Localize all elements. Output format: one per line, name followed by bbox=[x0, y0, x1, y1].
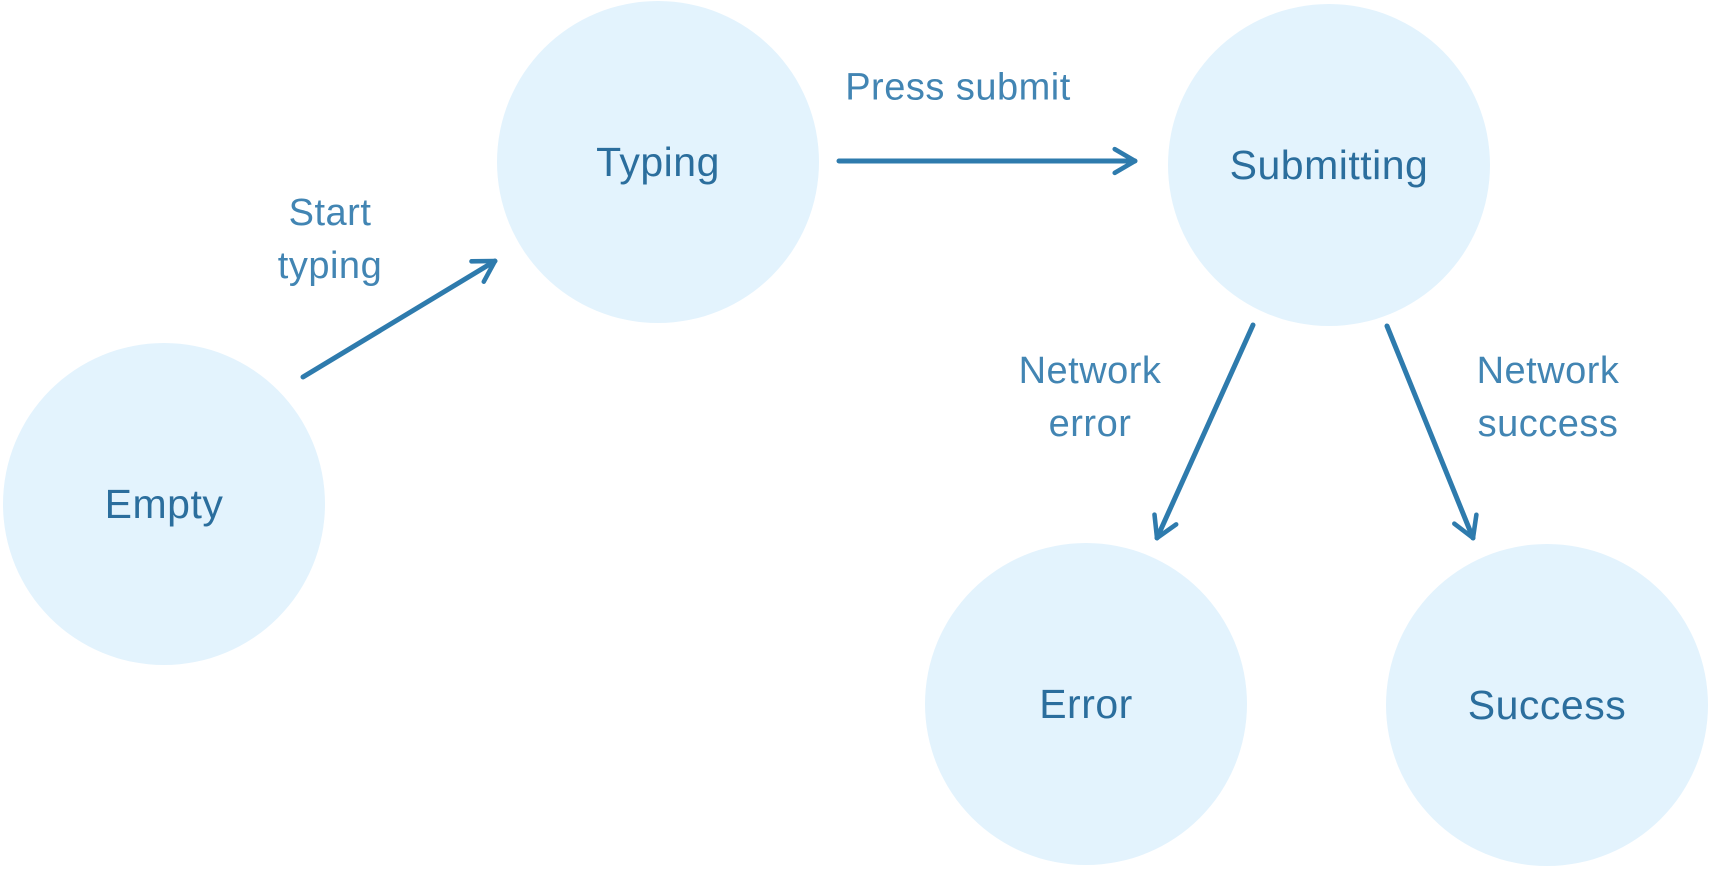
node-error-label: Error bbox=[1039, 680, 1133, 727]
edge-submitting-error-arrow bbox=[1152, 322, 1256, 541]
node-error: Error bbox=[925, 543, 1247, 865]
node-typing-label: Typing bbox=[596, 138, 720, 185]
node-success: Success bbox=[1386, 544, 1708, 866]
node-submitting: Submitting bbox=[1168, 4, 1490, 326]
node-empty: Empty bbox=[3, 343, 325, 665]
node-success-label: Success bbox=[1467, 681, 1627, 728]
node-empty-label: Empty bbox=[104, 480, 224, 527]
edge-label-press-submit: Press submit bbox=[845, 62, 1071, 115]
node-typing: Typing bbox=[497, 1, 819, 323]
edge-label-line: Press submit bbox=[845, 66, 1071, 109]
edge-label-network-success: Network success bbox=[1477, 345, 1620, 451]
edge-label-line: error bbox=[1048, 403, 1132, 445]
edge-submitting-success-arrow bbox=[1384, 323, 1479, 541]
edge-label-line: Start bbox=[288, 192, 372, 234]
edge-label-line: Network bbox=[1018, 350, 1162, 392]
edge-label-line: Network bbox=[1476, 350, 1620, 392]
edge-label-start-typing: Start typing bbox=[278, 187, 382, 293]
edge-label-line: success bbox=[1477, 403, 1619, 445]
edge-label-line: typing bbox=[277, 245, 383, 287]
node-submitting-label: Submitting bbox=[1229, 141, 1429, 188]
edge-label-network-error: Network error bbox=[1019, 345, 1162, 451]
